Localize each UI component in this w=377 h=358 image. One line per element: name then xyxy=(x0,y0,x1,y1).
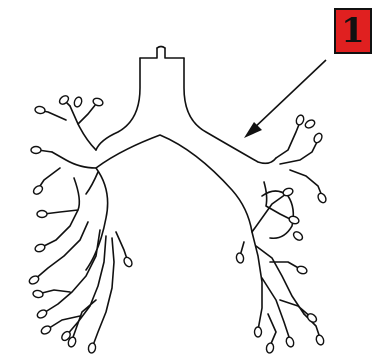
right-bronchus xyxy=(240,122,322,346)
left-bronchus xyxy=(34,98,128,348)
trachea xyxy=(96,47,276,164)
callout-label-number: 1 xyxy=(341,14,365,48)
callout-label-box: 1 xyxy=(334,8,372,54)
carina xyxy=(86,135,252,270)
